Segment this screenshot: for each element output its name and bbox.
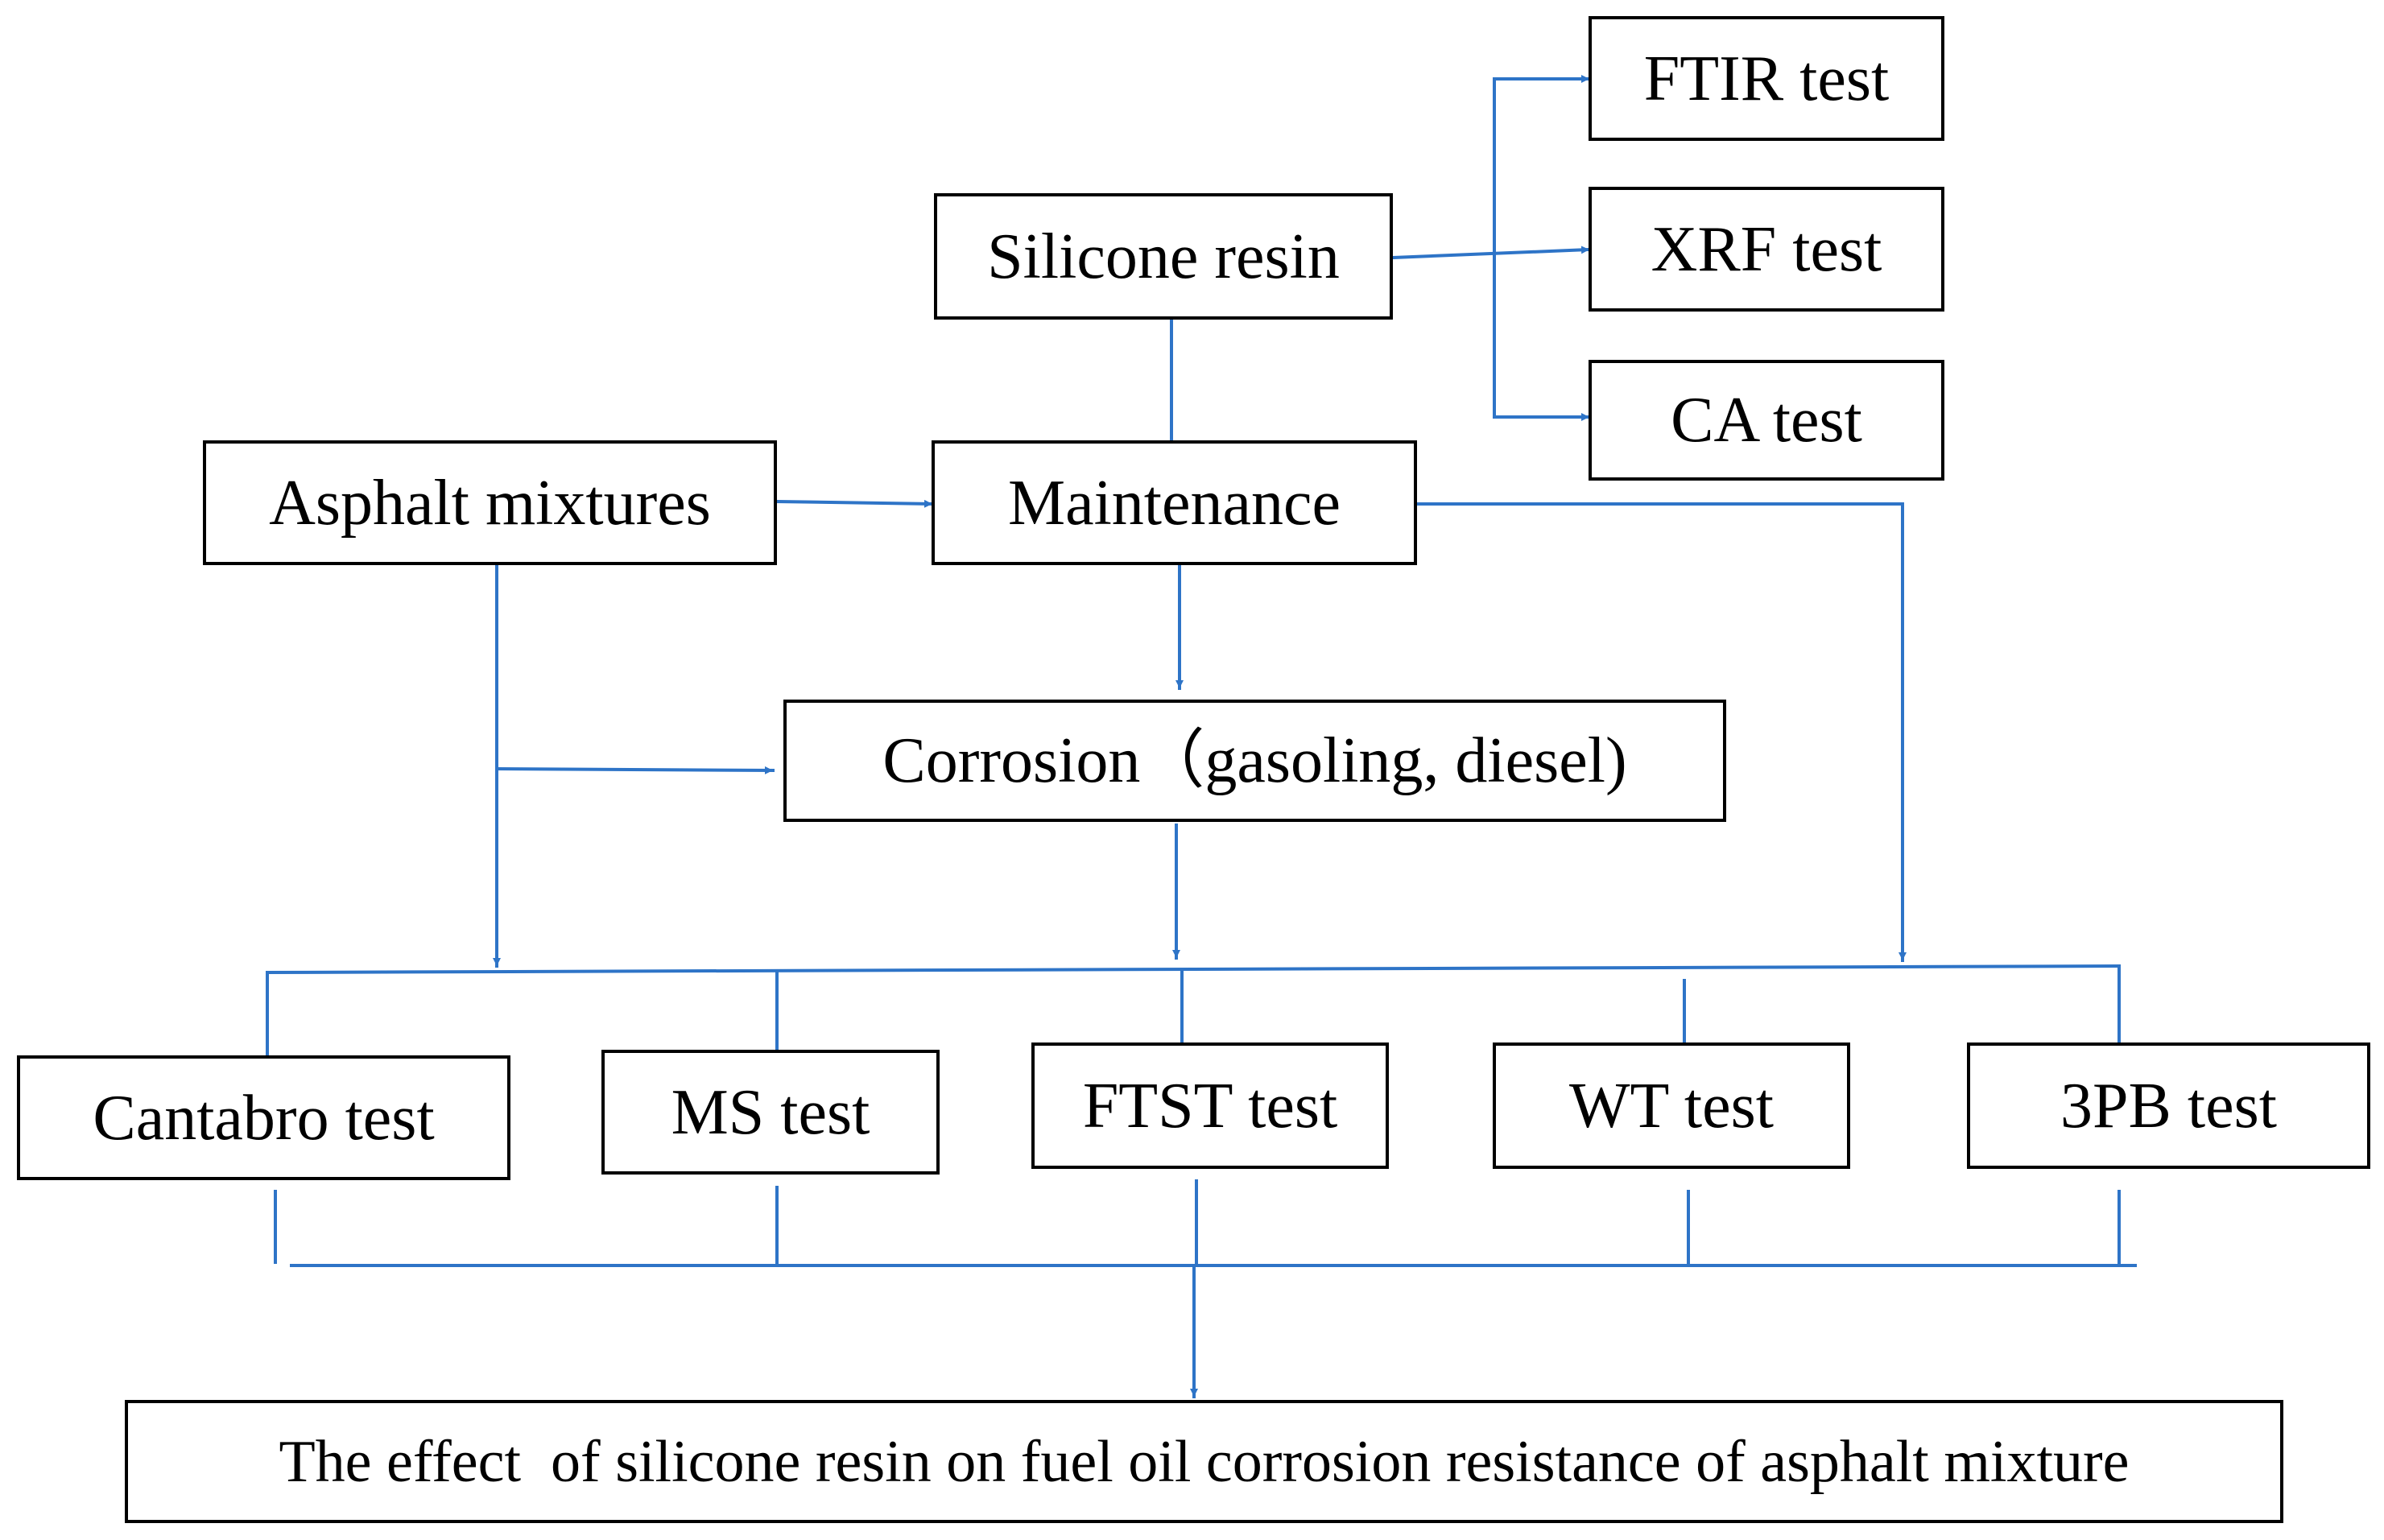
node-label: Cantabro test	[93, 1082, 435, 1154]
node-asphalt-mixtures: Asphalt mixtures	[203, 440, 777, 565]
node-label: MS test	[671, 1076, 870, 1148]
node-effect-conclusion: The effect of silicone resin on fuel oil…	[125, 1400, 2283, 1523]
node-label: Maintenance	[1007, 467, 1341, 539]
connector-asphalt-to-maintenance	[775, 499, 935, 508]
node-label: XRF test	[1651, 213, 1882, 285]
node-ftir-test: FTIR test	[1589, 16, 1944, 141]
node-label: FTST test	[1082, 1070, 1338, 1142]
connector-silicone-to-xrf	[1390, 246, 1592, 260]
node-ftst-test: FTST test	[1031, 1042, 1389, 1169]
node-cantabro-test: Cantabro test	[17, 1055, 510, 1180]
node-label: The effect of silicone resin on fuel oil…	[279, 1428, 2130, 1495]
node-ca-test: CA test	[1589, 360, 1944, 481]
node-label: Asphalt mixtures	[269, 467, 711, 539]
node-label: Corrosion（gasoling, diesel)	[882, 725, 1627, 796]
node-wt-test: WT test	[1493, 1042, 1850, 1169]
node-corrosion: Corrosion（gasoling, diesel)	[783, 700, 1726, 822]
node-silicone-resin: Silicone resin	[934, 193, 1393, 320]
connector-top-bus	[265, 964, 2122, 975]
node-xrf-test: XRF test	[1589, 187, 1944, 312]
connector-maintenance-right	[1415, 502, 1907, 962]
node-label: WT test	[1568, 1070, 1775, 1142]
node-maintenance: Maintenance	[932, 440, 1417, 565]
node-label: 3PB test	[2060, 1070, 2277, 1142]
node-label: FTIR test	[1643, 43, 1890, 114]
node-ms-test: MS test	[601, 1050, 940, 1175]
node-label: CA test	[1671, 385, 1862, 456]
node-3pb-test: 3PB test	[1967, 1042, 2370, 1169]
node-label: Silicone resin	[987, 221, 1340, 292]
connector-asphalt-to-corrosion	[494, 766, 775, 774]
